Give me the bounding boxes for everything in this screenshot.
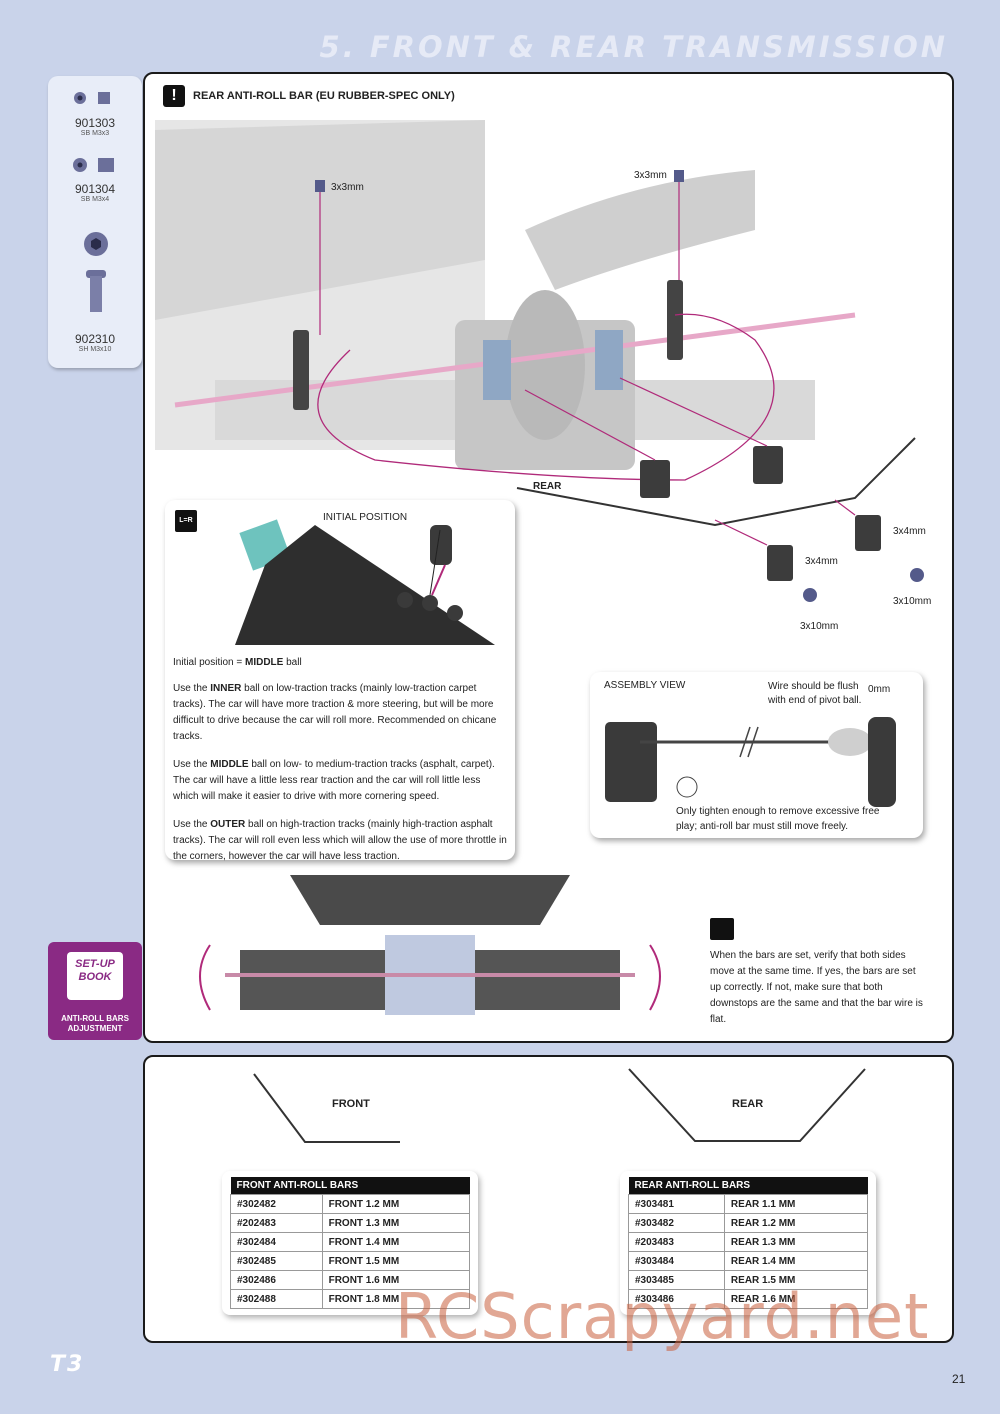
screw-label-3x3-right: 3x3mm xyxy=(634,170,667,181)
rear-driveshaft xyxy=(174,312,856,408)
panel-title: REAR ANTI-ROLL BAR (EU RUBBER-SPEC ONLY) xyxy=(193,90,455,102)
antiroll-mount-right xyxy=(667,280,683,360)
assembly-view-title: ASSEMBLY VIEW xyxy=(604,680,686,691)
verify-note: When the bars are set, verify that both … xyxy=(710,950,923,1025)
block-c xyxy=(767,545,793,581)
block-a xyxy=(640,460,670,498)
screw-3x10-a xyxy=(803,588,817,602)
set-screw-3x3-right xyxy=(674,170,684,182)
part-901303: 901303 SB M3x3 xyxy=(74,116,116,137)
inner-ball-paragraph: Use the INNER ball on low-traction track… xyxy=(173,683,497,742)
differential xyxy=(505,290,585,440)
screw-label-3x4-b: 3x4mm xyxy=(805,556,838,567)
t3-logo: T3 xyxy=(50,1352,85,1377)
rear-view-illustration xyxy=(199,875,661,1015)
screw-label-3x10-b: 3x10mm xyxy=(800,621,839,632)
middle-ball-paragraph: Use the MIDDLE ball on low- to medium-tr… xyxy=(173,759,495,802)
assembly-diagram xyxy=(605,717,896,807)
antiroll-holder-right xyxy=(595,330,623,390)
setup-book-caption: ANTI-ROLL BARS ADJUSTMENT xyxy=(61,1014,129,1033)
part-901304: 901304 SB M3x4 xyxy=(74,182,116,203)
antiroll-holder-left xyxy=(483,340,511,400)
parts-sidebar: 901303 SB M3x3 901304 SB M3x4 902310 SH … xyxy=(48,76,142,368)
assembly-view-box: ASSEMBLY VIEW Wire should be flush with … xyxy=(590,672,923,838)
shock-tower xyxy=(525,170,755,290)
initial-position-box: L=R INITIAL POSITION Initial position = … xyxy=(165,500,515,862)
rear-label: REAR xyxy=(533,481,562,492)
screw-label-3x4-a: 3x4mm xyxy=(893,526,926,537)
block-d xyxy=(855,515,881,551)
wrench-icon xyxy=(710,918,734,940)
front-bar-label: FRONT xyxy=(332,1098,370,1110)
set-screw-icon xyxy=(74,92,110,104)
front-bar-shape xyxy=(253,1073,400,1143)
part-902310: 902310 SH M3x10 xyxy=(74,332,116,353)
rear-bar-label: REAR xyxy=(732,1098,764,1110)
flush-note: Wire should be flush with end of pivot b… xyxy=(768,681,862,706)
watermark: RCScrapyard.net xyxy=(395,1280,930,1353)
rear-bar-shape xyxy=(628,1068,866,1142)
block-b xyxy=(753,446,783,484)
initial-position-label: INITIAL POSITION xyxy=(323,512,408,523)
rotate-arrow-left xyxy=(199,944,211,1011)
outer-ball-paragraph: Use the OUTER ball on high-traction trac… xyxy=(173,819,507,862)
shock-tower-view xyxy=(290,875,570,925)
tighten-note: Only tighten enough to remove excessive … xyxy=(676,806,880,832)
screw-3x10-b xyxy=(910,568,924,582)
screw-label-3x10-a: 3x10mm xyxy=(893,596,932,607)
screw-label-3x3-left: 3x3mm xyxy=(331,182,364,193)
antiroll-mount-left xyxy=(293,330,309,410)
page-number: 21 xyxy=(952,1372,966,1386)
set-screw-icon xyxy=(73,158,114,172)
rotate-arrow-right xyxy=(649,944,661,1011)
rear-table-title: REAR ANTI-ROLL BARS xyxy=(628,1177,868,1195)
section-title: 5. FRONT & REAR TRANSMISSION xyxy=(319,30,948,64)
hex-screw-icon xyxy=(84,232,108,312)
front-table-title: FRONT ANTI-ROLL BARS xyxy=(230,1177,470,1195)
set-screw-3x3-left xyxy=(315,180,325,192)
suspension-arm-illustration xyxy=(235,519,495,645)
lr-icon: L=R xyxy=(175,510,197,532)
gap-label: 0mm xyxy=(868,684,891,695)
warning-icon: ! xyxy=(163,85,185,107)
antiroll-wire xyxy=(516,437,916,527)
initial-heading: Initial position = MIDDLE ball xyxy=(173,657,302,668)
rear-antiroll-illustration xyxy=(155,120,924,602)
